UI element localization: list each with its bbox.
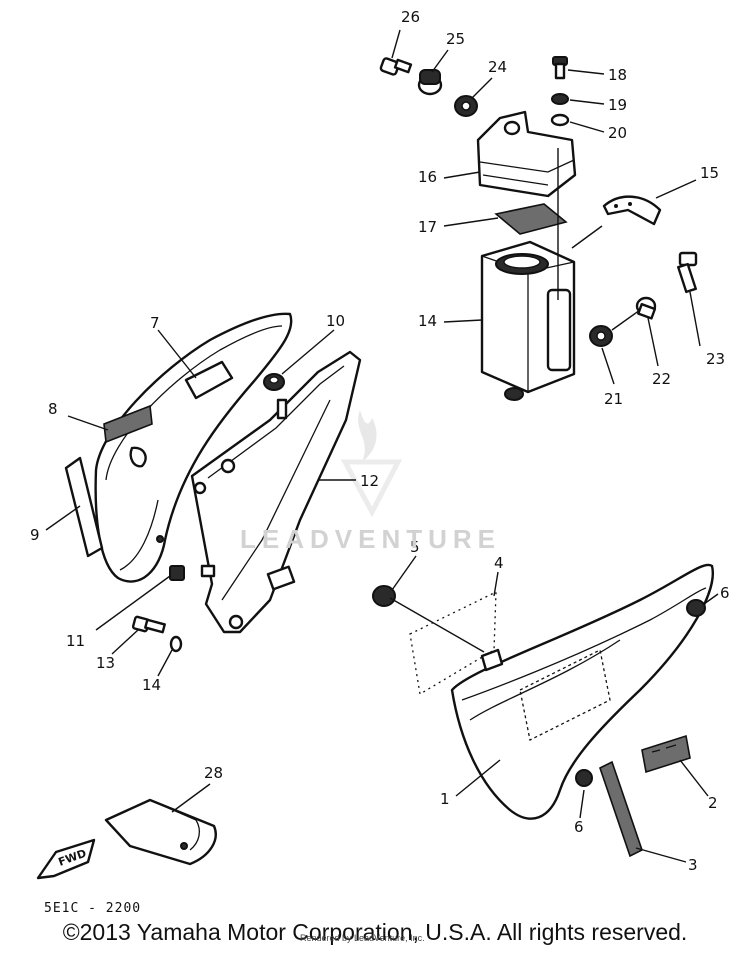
callout-19: 18 xyxy=(608,66,627,84)
part-7-side-cover-left[interactable] xyxy=(94,312,293,583)
part-28-seal-pad[interactable] xyxy=(104,798,217,866)
callout-26: 25 xyxy=(446,30,465,48)
part-9-pad[interactable] xyxy=(64,456,104,558)
copyright-notice: ©2013 Yamaha Motor Corporation, U.S.A. A… xyxy=(62,919,688,945)
part-18-battery-pad[interactable] xyxy=(494,203,568,235)
part-3-stripe[interactable] xyxy=(599,760,643,858)
callout-5: 5 xyxy=(410,538,420,556)
callout-13: 13 xyxy=(96,654,115,672)
part-5-grommet[interactable] xyxy=(372,585,396,607)
part-15-battery-case[interactable] xyxy=(480,240,576,401)
callout-1: 1 xyxy=(440,790,450,808)
callout-12: 12 xyxy=(360,472,379,490)
callout-15: 14 xyxy=(418,312,437,330)
callout-22: 21 xyxy=(604,390,623,408)
part-22-grommet[interactable] xyxy=(589,325,613,347)
leader-lines xyxy=(45,29,719,863)
callout-18: 17 xyxy=(418,218,437,236)
callout-21: 20 xyxy=(608,124,627,142)
part-24-bolt[interactable] xyxy=(677,251,698,294)
callout-28: 28 xyxy=(204,764,223,782)
render-credit: Rendered by LeadVenture, Inc. xyxy=(300,933,425,943)
callout-24: 23 xyxy=(706,350,725,368)
part-8-emblem[interactable] xyxy=(103,404,153,444)
callout-4: 4 xyxy=(494,554,504,572)
callout-10: 10 xyxy=(326,312,345,330)
part-6-grommet-lower[interactable] xyxy=(575,769,593,787)
callout-27: 26 xyxy=(401,8,420,26)
callout-6-lower: 6 xyxy=(574,818,584,836)
part-25-grommet[interactable] xyxy=(454,95,478,117)
part-20-spring-washer[interactable] xyxy=(551,93,569,105)
callout-2: 2 xyxy=(708,794,718,812)
part-26-collar[interactable] xyxy=(417,69,443,96)
part-14-washer[interactable] xyxy=(169,635,183,653)
callout-7: 7 xyxy=(150,314,160,332)
callout-17: 16 xyxy=(418,168,437,186)
callouts: 26 25 24 18 19 20 16 15 17 14 21 22 23 7… xyxy=(30,8,730,874)
callout-6-upper: 6 xyxy=(720,584,730,602)
part-19-screw[interactable] xyxy=(552,56,568,80)
part-1-side-cover-right[interactable] xyxy=(450,563,714,820)
part-17-battery-cover[interactable] xyxy=(476,110,577,198)
front-direction-arrow-icon: FWD xyxy=(36,838,96,880)
part-13-screw[interactable] xyxy=(131,615,166,634)
callout-8: 8 xyxy=(48,400,58,418)
callout-3: 3 xyxy=(688,856,698,874)
part-16-battery-band[interactable] xyxy=(602,195,662,226)
diagram-code: 5E1C - 2200 xyxy=(44,901,142,916)
part-10-grommet[interactable] xyxy=(263,373,288,420)
part-2-emblem[interactable] xyxy=(641,734,691,774)
watermark-text: LEADVENTURE xyxy=(240,524,502,554)
watermark-logo-icon xyxy=(340,410,403,518)
part-27-bolt[interactable] xyxy=(379,57,413,76)
part-21-washer[interactable] xyxy=(550,113,570,127)
callout-23: 22 xyxy=(652,370,671,388)
part-6-grommet-upper[interactable] xyxy=(686,599,706,617)
callout-25: 24 xyxy=(488,58,507,76)
part-23-collar[interactable] xyxy=(635,296,657,320)
callout-11: 11 xyxy=(66,632,85,650)
callout-14: 14 xyxy=(142,676,161,694)
callout-20: 19 xyxy=(608,96,627,114)
part-11-clip[interactable] xyxy=(169,564,216,581)
part-12-cover-bracket[interactable] xyxy=(190,350,362,634)
callout-9: 9 xyxy=(30,526,40,544)
callout-16: 15 xyxy=(700,164,719,182)
